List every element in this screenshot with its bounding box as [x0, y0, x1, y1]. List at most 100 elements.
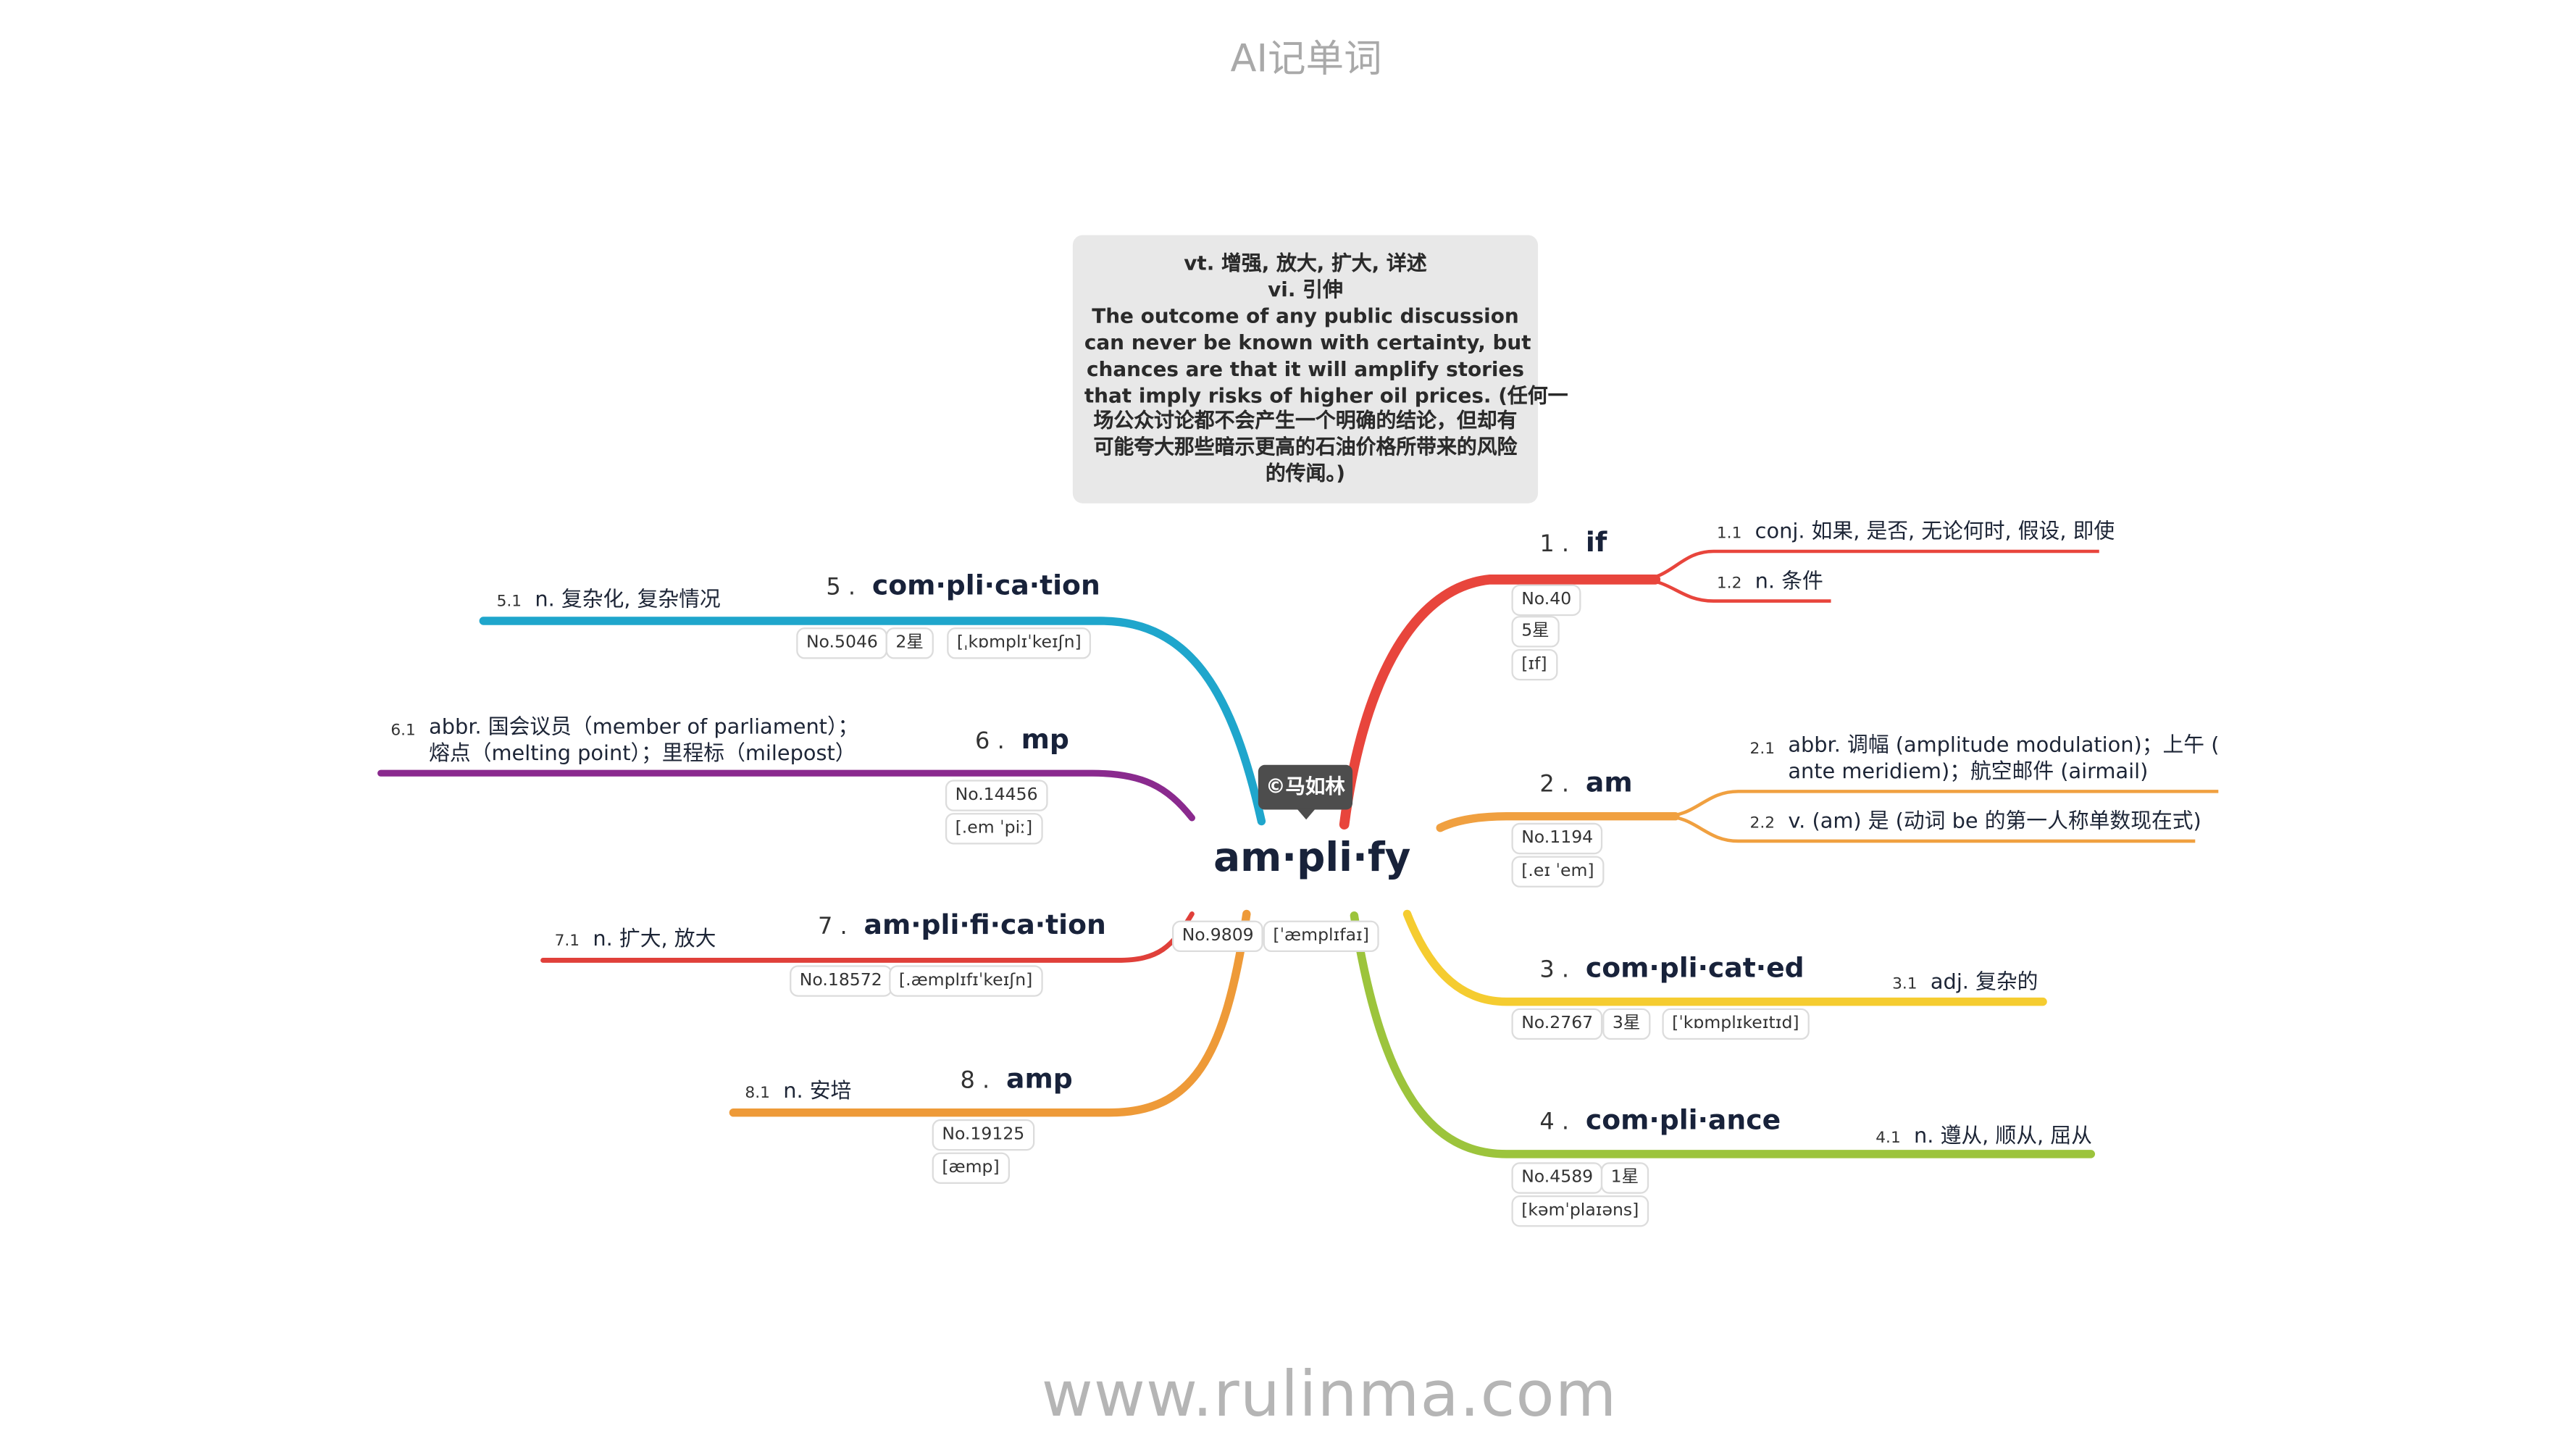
branch-number: 7 . — [817, 914, 848, 941]
branch-word-label: am — [1585, 767, 1633, 798]
connector-if-sense-1 — [1639, 549, 2099, 582]
branch-word-mp[interactable]: 6 .mp — [975, 724, 1069, 755]
branch-word-label: if — [1585, 526, 1607, 559]
phonetic-tag: [.eɪ ˈem] — [1511, 856, 1605, 888]
sense-text: n. 条件 — [1755, 567, 1823, 593]
sense-item: 3.1 adj. 复杂的 — [1892, 969, 2038, 998]
branch-number: 8 . — [960, 1068, 990, 1095]
sense-number: 1.1 — [1716, 525, 1742, 543]
rank-tag: No.2767 — [1511, 1008, 1603, 1040]
example-line: 可能夸大那些暗示更高的石油价格所带来的风险 — [1093, 435, 1518, 459]
copyright-badge-pointer — [1296, 808, 1316, 820]
definition-line: vi. 引伸 — [1268, 277, 1343, 301]
phonetic-tag: [ˈkɒmplɪkeɪtɪd] — [1662, 1008, 1810, 1040]
branch-word-label: amp — [1006, 1063, 1073, 1095]
branch-word-amp[interactable]: 8 . amp — [960, 1063, 1072, 1094]
sense-item: 5.1 n. 复杂化, 复杂情况 — [497, 586, 721, 616]
sense-number: 4.1 — [1875, 1129, 1901, 1148]
branch-number: 6 . — [975, 728, 1005, 756]
branch-number: 3 . — [1539, 956, 1570, 984]
example-line: 场公众讨论都不会产生一个明确的结论，但却有 — [1093, 409, 1518, 433]
branch-word-label: com·pli·ca·tion — [871, 569, 1100, 601]
rank-tag: No.18572 — [790, 965, 892, 997]
branch-word-label: com·pli·ance — [1585, 1104, 1781, 1136]
sense-text-line: ante meridiem)；航空邮件 (airmail) — [1788, 758, 2149, 783]
branch-word-compliance[interactable]: 4 . com·pli·ance — [1539, 1104, 1781, 1135]
star-tag: 2星 — [885, 627, 934, 659]
branch-number: 2 . — [1539, 771, 1570, 798]
connector-mp — [377, 769, 1195, 822]
sense-item: 1.2 n. 条件 — [1717, 568, 1823, 598]
example-line: can never be known with certainty, but — [1084, 330, 1531, 354]
example-line: The outcome of any public discussion — [1092, 304, 1519, 328]
connector-compliance — [1350, 911, 2096, 1158]
sense-text: n. 扩大, 放大 — [593, 925, 716, 951]
connector-amp — [729, 909, 1251, 1117]
page-title: AI记单词 — [1230, 38, 1382, 81]
rank-tag: No.14456 — [945, 780, 1048, 811]
sense-text: n. 复杂化, 复杂情况 — [535, 585, 721, 611]
sense-text: adj. 复杂的 — [1930, 968, 2038, 994]
sense-text: n. 安培 — [783, 1077, 852, 1103]
sense-item: 1.1 conj. 如果, 是否, 无论何时, 假设, 即使 — [1717, 518, 2115, 548]
rank-tag: No.40 — [1511, 584, 1581, 617]
sense-number: 3.1 — [1892, 975, 1918, 994]
sense-text: conj. 如果, 是否, 无论何时, 假设, 即使 — [1755, 518, 2115, 543]
connector-am-sense-1 — [1663, 790, 2219, 818]
example-line: chances are that it will amplify stories — [1086, 356, 1524, 380]
sense-text-line: 熔点（melting point）；里程标（milepost） — [429, 740, 856, 765]
sense-text-line: abbr. 国会议员（member of parliament）； — [429, 713, 859, 739]
sense-number: 7.1 — [554, 932, 580, 951]
sense-item: 6.1 abbr. 国会议员（member of parliament）； 熔点… — [390, 714, 858, 767]
root-phonetic-tag: [ˈæmplɪfaɪ] — [1263, 920, 1379, 953]
sense-item: 4.1 n. 遵从, 顺从, 屈从 — [1875, 1122, 2092, 1152]
sense-item: 7.1 n. 扩大, 放大 — [555, 925, 716, 955]
connector-complication — [479, 617, 1266, 826]
rank-tag: No.19125 — [932, 1119, 1034, 1151]
example-line: that imply risks of higher oil prices. (… — [1084, 383, 1568, 407]
connector-if-sense-2 — [1639, 577, 1831, 603]
connector-am-sense-2 — [1663, 814, 2196, 843]
branch-number: 4 . — [1539, 1109, 1570, 1136]
sense-number: 5.1 — [496, 593, 522, 611]
definition-box: vt. 增强, 放大, 扩大, 详述 vi. 引伸 The outcome of… — [1072, 235, 1568, 504]
branch-word-complicated[interactable]: 3 .com·pli·cat·ed — [1539, 952, 1804, 983]
phonetic-tag: [kəmˈplaɪəns] — [1511, 1195, 1649, 1227]
phonetic-tag: [ɪf] — [1511, 648, 1557, 681]
branch-number: 1 . — [1539, 531, 1570, 559]
rank-tag: No.5046 — [796, 627, 888, 659]
branch-word-label: am·pli·fi·ca·tion — [863, 909, 1106, 941]
definition-line: vt. 增强, 放大, 扩大, 详述 — [1184, 251, 1427, 275]
sense-number: 2.2 — [1749, 814, 1776, 833]
example-line: 的传闻。) — [1265, 462, 1346, 486]
footer-url[interactable]: www.rulinma.com — [1041, 1357, 1618, 1431]
phonetic-tag: [æmp] — [932, 1152, 1010, 1184]
star-tag: 3星 — [1602, 1008, 1651, 1040]
sense-number: 2.1 — [1749, 740, 1776, 759]
connector-complicated — [1402, 909, 2047, 1006]
root-word[interactable]: am·pli·fy — [1213, 834, 1411, 881]
connector-if — [1339, 574, 1661, 830]
star-tag: 5星 — [1511, 616, 1560, 648]
phonetic-tag: [ˌkɒmplɪˈkeɪʃn] — [947, 627, 1092, 659]
copyright-badge: ©马如林 — [1258, 764, 1353, 810]
branch-word-amplification[interactable]: 7 . am·pli·fi·ca·tion — [818, 909, 1106, 940]
sense-text-line: abbr. 调幅 (amplitude modulation)；上午 ( — [1788, 732, 2220, 757]
sense-item: 2.1 abbr. 调幅 (amplitude modulation)；上午 (… — [1750, 732, 2220, 785]
rank-tag: No.4589 — [1511, 1162, 1603, 1194]
sense-number: 1.2 — [1716, 574, 1742, 593]
sense-number: 8.1 — [745, 1084, 770, 1103]
branch-word-if[interactable]: 1 . if — [1539, 527, 1607, 558]
phonetic-tag: [.æmplɪfɪˈkeɪʃn] — [889, 965, 1043, 997]
sense-number: 6.1 — [390, 722, 416, 740]
connector-am — [1436, 811, 1680, 832]
branch-word-am[interactable]: 2 . am — [1539, 767, 1632, 798]
branch-word-complication[interactable]: 5 .com·pli·ca·tion — [826, 569, 1100, 601]
sense-text: n. 遵从, 顺从, 屈从 — [1914, 1122, 2092, 1148]
phonetic-tag: [.em ˈpiː] — [945, 813, 1042, 845]
root-rank-tag: No.9809 — [1171, 920, 1264, 953]
rank-tag: No.1194 — [1511, 822, 1603, 855]
